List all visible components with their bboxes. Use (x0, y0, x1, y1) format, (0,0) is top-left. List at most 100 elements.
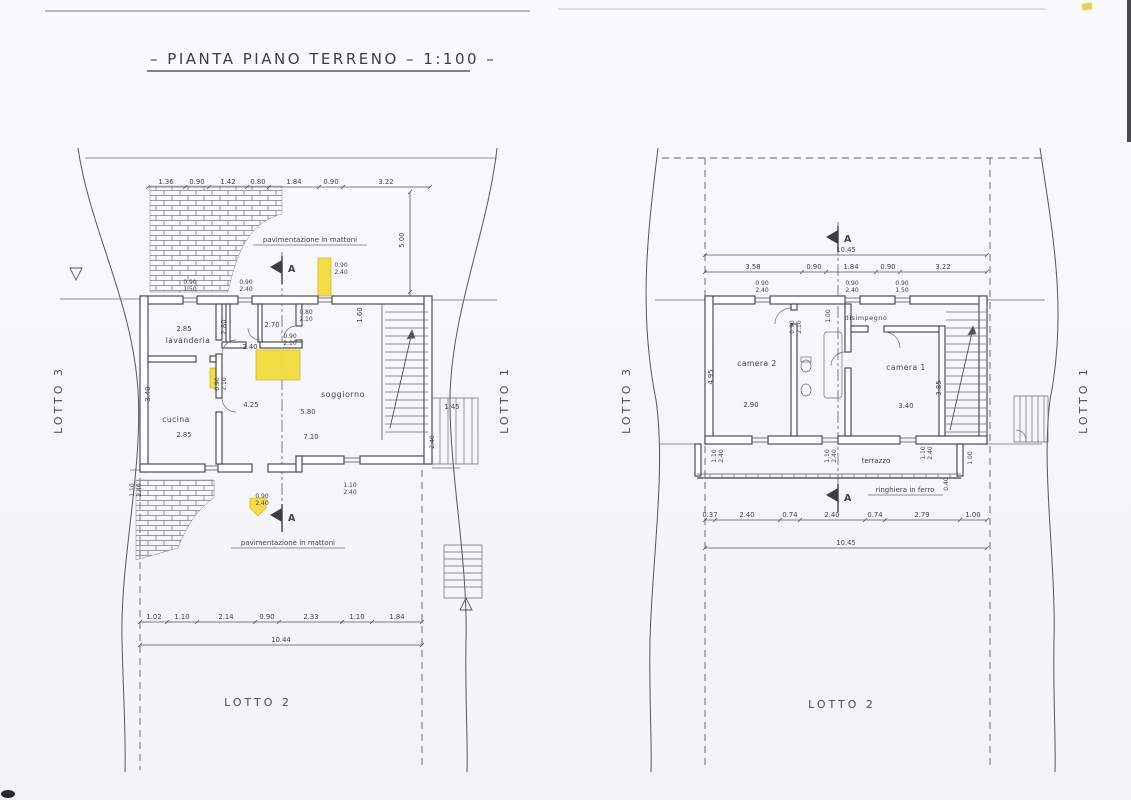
brick-paving-areas (135, 185, 283, 561)
room-labels: lavanderia cucina soggiorno (162, 336, 364, 424)
room-label-disimpegno: disimpegno (845, 314, 888, 322)
dimension-text: 2.10 (796, 320, 803, 334)
dimension-text: 4.25 (243, 401, 258, 409)
dimension-text: 1.84 (389, 613, 404, 621)
section-flag-icon (270, 260, 282, 274)
dashed-lot-lines (662, 157, 1042, 770)
railing-note: ringhiera in ferro (876, 486, 935, 494)
dimension-text: 2.40 (831, 449, 838, 463)
room-labels: camera 2 camera 1 disimpegno (737, 314, 925, 372)
dimension-text: 1.36 (158, 178, 173, 186)
toilet-tank (800, 356, 812, 363)
dimension-text: 2.79 (914, 511, 929, 519)
highlight-room (255, 349, 301, 381)
brick-paving-top (149, 185, 283, 293)
dimension-text: 0.90 (334, 262, 348, 269)
interior-walls (790, 303, 946, 437)
dimension-text: 2.10 (299, 316, 313, 323)
dimension-text: 3.85 (935, 380, 943, 395)
dimension-text: 2.40 (239, 286, 253, 293)
dimension-text: 2.10 (283, 340, 297, 347)
dimension-text: 2.40 (845, 287, 859, 294)
dimension-text: 0.80 (299, 309, 313, 316)
dimension-text: 0.80 (250, 178, 265, 186)
dimension-text: 1.50 (895, 287, 909, 294)
dimension-text: 2.40 (255, 500, 269, 507)
dimension-text: 4.95 (707, 369, 715, 384)
dimension-text: 1.10 (343, 482, 357, 489)
toilet (800, 359, 812, 373)
room-label-camera1: camera 1 (886, 363, 925, 372)
lot-boundary-lines (645, 147, 1059, 773)
room-label-cucina: cucina (162, 415, 189, 424)
paving-notes: pavimentazione in mattoni pavimentazione… (231, 236, 367, 549)
dimension-text: 1.45 (444, 403, 459, 411)
dimension-text: 2.85 (176, 325, 191, 333)
dimension-text: 3.40 (898, 402, 913, 410)
lot-label-lotto1: LOTTO 1 (498, 366, 511, 434)
dimension-text: 0.90 (895, 280, 909, 287)
brick-paving-bottom (135, 479, 215, 561)
dimension-lines (137, 184, 433, 648)
drawing-title: – PIANTA PIANO TERRENO – 1:100 – (150, 50, 496, 68)
door-arcs (774, 307, 901, 367)
external-stair-right (1013, 395, 1049, 443)
dimension-text: 1.10 (174, 613, 189, 621)
dimension-text: 1.10 (129, 483, 136, 497)
windows (183, 297, 360, 471)
entrance-arrow-icon (459, 596, 473, 611)
section-flag-icon (826, 488, 838, 502)
highlighted-elements (209, 257, 332, 517)
section-flag-icon (270, 508, 282, 522)
dimension-text: 2.33 (303, 613, 318, 621)
dimension-text: 0.90 (283, 333, 297, 340)
interior-stair (946, 311, 986, 433)
highlight-door-arrow (249, 497, 267, 517)
dimension-text: 1.00 (967, 451, 974, 465)
dimension-text: 2.80 (220, 319, 228, 334)
lot-label-lotto2: LOTTO 2 (808, 698, 876, 711)
dimension-text: 2.40 (242, 343, 257, 351)
dimension-text: 2.70 (264, 321, 279, 329)
dimension-text: 0.90 (239, 279, 253, 286)
dimension-text: 0.90 (323, 178, 338, 186)
room-label-terrazzo: terrazzo (862, 457, 891, 465)
dimension-text: 2.40 (136, 483, 143, 497)
lot-label-lotto3: LOTTO 3 (52, 366, 65, 434)
bidet (800, 383, 812, 397)
section-letter: A (288, 513, 296, 524)
dimension-text: 1.50 (183, 286, 197, 293)
dimension-text: 1.42 (220, 178, 235, 186)
external-stair-right (432, 397, 479, 465)
dimension-text: 0.40 (943, 477, 950, 491)
dimension-text: 2.14 (218, 613, 233, 621)
dimension-text: 3.22 (935, 263, 950, 271)
paving-note-top: pavimentazione in mattoni (263, 236, 357, 244)
bathroom-fixtures (800, 331, 843, 399)
dimension-text: 1.60 (356, 307, 364, 322)
dimension-text: 2.40 (429, 435, 436, 449)
windows (752, 297, 916, 443)
dimension-text: 1.00 (825, 309, 832, 323)
dimension-text: 0.90 (755, 280, 769, 287)
dimension-text: 0.90 (806, 263, 821, 271)
dimension-text: 2.40 (334, 269, 348, 276)
dimension-text: 3.22 (378, 178, 393, 186)
dimension-text: 0.90 (789, 320, 796, 334)
section-marker-bottom: A (270, 504, 296, 532)
dimension-text: 0.90 (183, 279, 197, 286)
dimension-text: 3.58 (745, 263, 760, 271)
scan-edge-mark (1127, 0, 1131, 142)
dimension-text: 10.45 (836, 539, 855, 547)
paving-note-bottom: pavimentazione in mattoni (241, 539, 335, 547)
section-marker-bottom: A (826, 484, 852, 512)
dimension-text: 2.85 (176, 431, 191, 439)
section-letter: A (288, 264, 296, 275)
dimension-text: 0.37 (702, 511, 717, 519)
interior-stair (385, 311, 428, 433)
terrace: terrazzo ringhiera in ferro (694, 443, 964, 496)
